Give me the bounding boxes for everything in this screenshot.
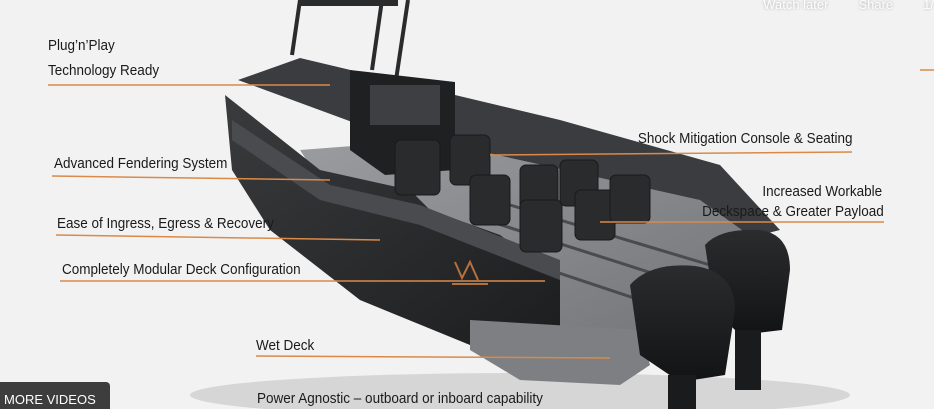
callout-modular-deck: Completely Modular Deck Configuration bbox=[62, 261, 301, 278]
callout-ingress: Ease of Ingress, Egress & Recovery bbox=[57, 215, 274, 232]
outboard-engines bbox=[630, 229, 790, 409]
more-videos-label: MORE VIDEOS bbox=[4, 392, 96, 407]
callout-shock-mitigation: Shock Mitigation Console & Seating bbox=[637, 130, 852, 147]
callout-plug-n-play-line1: Plug’n’Play bbox=[48, 37, 115, 54]
hull-port-side bbox=[225, 95, 560, 350]
leader-lines bbox=[48, 69, 934, 359]
watch-later-button[interactable]: Watch later bbox=[763, 0, 829, 12]
callout-power-agnostic: Power Agnostic – outboard or inboard cap… bbox=[257, 390, 543, 407]
video-top-controls: Watch later Share 1/ bbox=[763, 0, 934, 14]
share-button[interactable]: Share bbox=[858, 0, 894, 12]
callout-fendering: Advanced Fendering System bbox=[54, 155, 228, 172]
callout-deckspace-line2: Deckspace & Greater Payload bbox=[702, 203, 884, 220]
more-videos-button[interactable]: MORE VIDEOS bbox=[0, 382, 110, 409]
callout-wet-deck: Wet Deck bbox=[256, 337, 315, 354]
callout-deckspace-line1: Increased Workable bbox=[762, 183, 882, 200]
callout-plug-n-play-line2: Technology Ready bbox=[48, 62, 160, 79]
stern-platform bbox=[470, 320, 650, 385]
playlist-counter: 1/ bbox=[923, 0, 934, 12]
